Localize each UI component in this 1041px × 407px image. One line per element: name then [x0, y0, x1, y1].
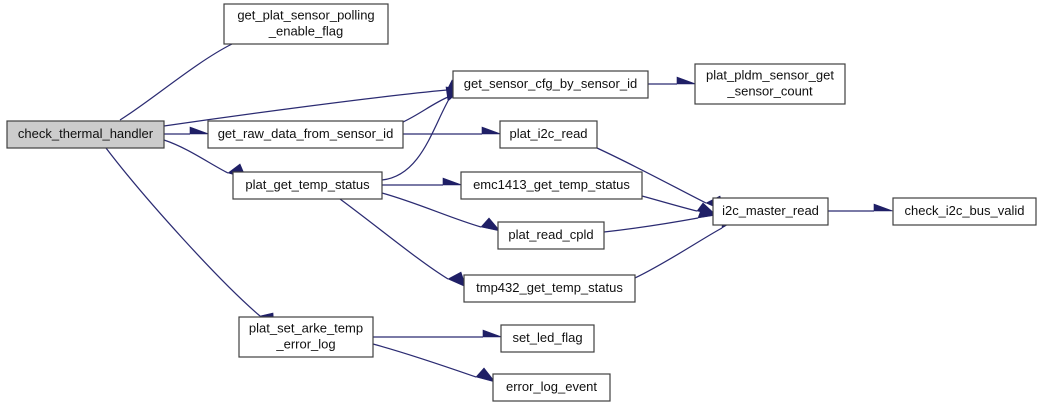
arrowhead-icon [676, 76, 697, 85]
call-edge-get_sensor_cfg_by_sensor_id-to-plat_pldm_sensor_get_sensor_count [648, 76, 697, 85]
node-label: i2c_master_read [722, 203, 819, 218]
node-plat_get_temp_status[interactable]: plat_get_temp_status [232, 171, 383, 200]
node-box[interactable] [892, 197, 1037, 226]
node-label: _sensor_count [726, 83, 813, 98]
arrowhead-icon [442, 177, 463, 186]
edge-line [641, 195, 698, 212]
node-box[interactable] [223, 3, 389, 45]
node-label: tmp432_get_temp_status [476, 280, 623, 295]
node-label: get_plat_sensor_polling [237, 7, 374, 22]
arrowhead-icon [481, 126, 502, 135]
node-label: plat_get_temp_status [245, 177, 370, 192]
arrowhead-icon [447, 271, 467, 288]
node-box[interactable] [238, 316, 374, 358]
node-box[interactable] [500, 324, 595, 353]
call-edge-plat_set_arke_temp_error_log-to-set_led_flag [373, 329, 503, 338]
node-box[interactable] [6, 120, 165, 149]
edge-line [381, 100, 449, 181]
node-label: check_thermal_handler [18, 126, 154, 141]
edge-line [119, 43, 233, 121]
node-box[interactable] [492, 373, 611, 402]
node-label: get_raw_data_from_sensor_id [218, 126, 394, 141]
call-edge-plat_read_cpld-to-i2c_master_read [603, 206, 718, 233]
call-edge-check_thermal_handler-to-get_sensor_cfg_by_sensor_id [163, 79, 467, 127]
node-check_thermal_handler[interactable]: check_thermal_handler [6, 120, 165, 149]
node-label: _error_log [275, 336, 335, 351]
node-box[interactable] [497, 221, 605, 250]
edge-line [634, 227, 723, 279]
node-plat_i2c_read[interactable]: plat_i2c_read [499, 120, 598, 149]
edge-line [105, 147, 261, 317]
call-edge-check_thermal_handler-to-get_raw_data_from_sensor_id [164, 126, 210, 135]
edge-line [163, 139, 229, 174]
node-label: plat_pldm_sensor_get [706, 67, 834, 82]
node-label: _enable_flag [268, 23, 343, 38]
node-box[interactable] [460, 171, 643, 200]
call-edge-get_raw_data_from_sensor_id-to-plat_i2c_read [403, 126, 502, 135]
node-label: check_i2c_bus_valid [905, 203, 1025, 218]
node-check_i2c_bus_valid[interactable]: check_i2c_bus_valid [892, 197, 1037, 226]
node-error_log_event[interactable]: error_log_event [492, 373, 611, 402]
edge-line [372, 343, 477, 378]
node-box[interactable] [499, 120, 598, 149]
node-emc1413_get_temp_status[interactable]: emc1413_get_temp_status [460, 171, 643, 200]
node-box[interactable] [207, 120, 404, 149]
call-edge-plat_set_arke_temp_error_log-to-error_log_event [372, 343, 496, 383]
node-tmp432_get_temp_status[interactable]: tmp432_get_temp_status [463, 274, 636, 303]
edge-line [596, 147, 707, 204]
node-label: error_log_event [506, 379, 597, 394]
call-edge-i2c_master_read-to-check_i2c_bus_valid [828, 203, 894, 212]
node-get_plat_sensor_polling_enable_flag[interactable]: get_plat_sensor_polling_enable_flag [223, 3, 389, 45]
node-label: set_led_flag [512, 330, 582, 345]
edge-line [339, 198, 449, 280]
edge-line [603, 217, 699, 233]
node-set_led_flag[interactable]: set_led_flag [500, 324, 595, 353]
arrowhead-icon [697, 206, 718, 219]
arrowhead-icon [480, 217, 501, 232]
node-plat_set_arke_temp_error_log[interactable]: plat_set_arke_temp_error_log [238, 316, 374, 358]
node-plat_pldm_sensor_get_sensor_count[interactable]: plat_pldm_sensor_get_sensor_count [694, 63, 846, 105]
call-edge-plat_get_temp_status-to-emc1413_get_temp_status [382, 177, 463, 186]
node-get_raw_data_from_sensor_id[interactable]: get_raw_data_from_sensor_id [207, 120, 404, 149]
node-box[interactable] [232, 171, 383, 200]
node-label: get_sensor_cfg_by_sensor_id [464, 76, 637, 91]
node-i2c_master_read[interactable]: i2c_master_read [712, 197, 829, 226]
node-box[interactable] [452, 70, 649, 99]
node-layer: check_thermal_handler get_plat_sensor_pol… [6, 3, 1037, 402]
node-box[interactable] [712, 197, 829, 226]
node-get_sensor_cfg_by_sensor_id[interactable]: get_sensor_cfg_by_sensor_id [452, 70, 649, 99]
call-edge-plat_get_temp_status-to-plat_read_cpld [381, 192, 501, 232]
arrowhead-icon [475, 367, 496, 383]
node-label: emc1413_get_temp_status [473, 177, 630, 192]
node-label: plat_set_arke_temp [249, 320, 363, 335]
call-edge-plat_get_temp_status-to-tmp432_get_temp_status [339, 198, 467, 288]
arrowhead-icon [189, 126, 210, 135]
arrowhead-icon [873, 203, 894, 212]
arrowhead-icon [482, 329, 503, 338]
edge-line [402, 96, 449, 123]
node-plat_read_cpld[interactable]: plat_read_cpld [497, 221, 605, 250]
node-box[interactable] [463, 274, 636, 303]
edge-line [381, 192, 482, 228]
node-box[interactable] [694, 63, 846, 105]
node-label: plat_i2c_read [509, 126, 587, 141]
node-label: plat_read_cpld [508, 227, 593, 242]
edge-line [163, 89, 448, 127]
